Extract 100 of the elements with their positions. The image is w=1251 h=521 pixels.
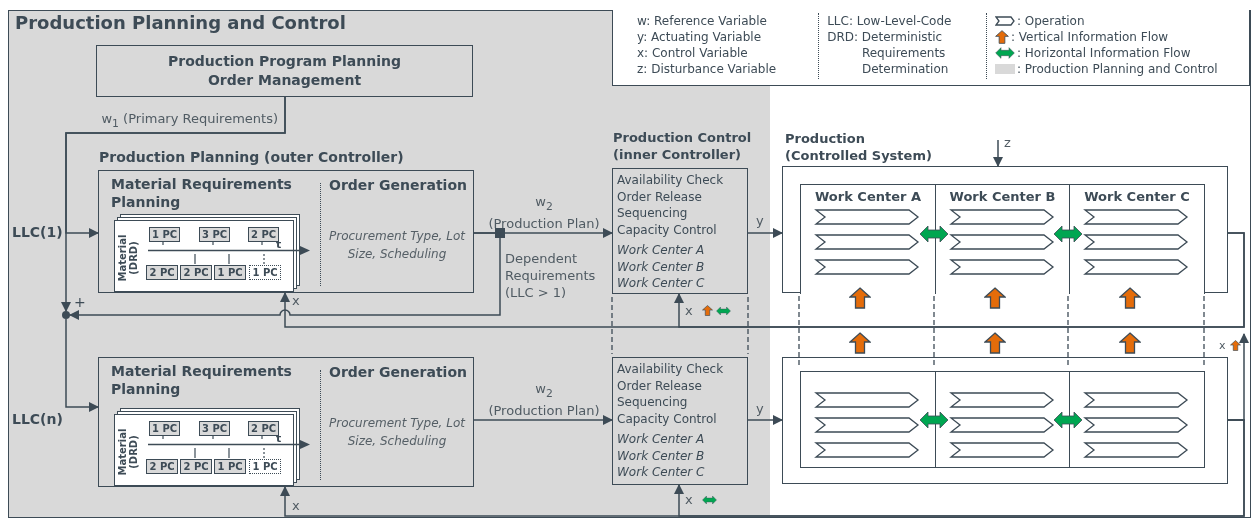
box-title: Production Program Planning Order Management — [167, 52, 402, 90]
section-heading: Material Requirements Planning — [111, 362, 293, 398]
quantity-label: 2 PC — [146, 459, 178, 474]
work-center-cell — [1069, 371, 1205, 468]
tick-line — [263, 253, 265, 265]
quantity-label: 1 PC — [214, 459, 246, 474]
work-center-cell — [800, 371, 936, 468]
level-label: LLC(n) — [12, 411, 63, 427]
tick-line — [263, 447, 265, 459]
time-axis — [148, 440, 310, 449]
edge-label: x — [292, 497, 301, 514]
quantity-label: 2 PC — [248, 421, 279, 436]
legend-text: y: Actuating Variable — [637, 29, 761, 45]
section-text: Procurement Type, Lot Size, Scheduling — [329, 228, 465, 263]
legend-text: : Production Planning and Control — [1016, 61, 1218, 77]
arrow — [65, 318, 99, 412]
work-center-cell — [1069, 184, 1205, 294]
legend-text: DRD: Deterministic Requirements Determination — [827, 29, 950, 77]
edge-label: x — [685, 302, 694, 319]
legend-text: : Vertical Information Flow — [1010, 29, 1169, 45]
junction-dot — [62, 311, 70, 319]
tick-line — [212, 240, 214, 246]
quantity-label: 2 PC — [146, 265, 178, 280]
quantity-label: 1 PC — [149, 421, 180, 436]
function-text: Order Release — [617, 188, 703, 206]
tick-line — [228, 447, 230, 459]
legend-text: w: Reference Variable — [637, 13, 767, 29]
arrow — [1227, 333, 1249, 421]
quantity-label: 1 PC — [249, 459, 281, 474]
work-center-cell — [800, 184, 936, 294]
controller-box — [612, 357, 748, 485]
legend-text: z: Disturbance Variable — [637, 61, 777, 77]
edge-label: w$_{1}$ (Primary Requirements) — [100, 110, 278, 132]
quantity-label: 1 PC — [149, 227, 180, 242]
time-axis — [148, 246, 310, 255]
axis-label: Material (DRD) — [117, 427, 139, 478]
function-text: Work Center C — [617, 275, 706, 292]
edge-label: x — [685, 491, 694, 508]
tick-line — [162, 434, 164, 440]
edge-label: Dependent Requirements (LLC > 1) — [505, 250, 597, 301]
tick-line — [162, 240, 164, 246]
tick-line — [261, 434, 263, 440]
system-box — [782, 357, 1228, 484]
work-center-cell — [935, 371, 1070, 468]
section-text: Procurement Type, Lot Size, Scheduling — [329, 415, 465, 450]
edge-label: y — [756, 212, 765, 229]
quantity-label: 3 PC — [199, 227, 230, 242]
arrow — [747, 228, 783, 238]
edge-label: w$_{2}$ (Production Plan) — [487, 193, 601, 232]
function-text: Capacity Control — [617, 222, 718, 239]
quantity-label: 2 PC — [180, 265, 212, 280]
tick-line — [261, 240, 263, 246]
function-text: Work Center A — [617, 241, 706, 259]
function-text: Capacity Control — [617, 411, 718, 428]
arrow — [747, 415, 783, 425]
section-heading: Material Requirements Planning — [111, 175, 293, 211]
legend-text: : Operation — [1016, 13, 1085, 29]
arrow — [674, 232, 1245, 328]
box-heading: Production (Controlled System) — [785, 130, 932, 164]
edge-label: x — [1219, 338, 1227, 354]
box-heading: Production Planning (outer Controller) — [99, 149, 404, 165]
axis-label: Material (DRD) — [117, 233, 139, 284]
controller-box — [98, 357, 474, 487]
tick-line — [194, 447, 196, 459]
section-heading: Order Generation — [329, 177, 467, 193]
arrow — [473, 415, 613, 425]
work-center-cell — [935, 184, 1070, 294]
cell-heading: Work Center A — [814, 189, 922, 204]
tick-line — [228, 253, 230, 265]
tick-line — [212, 434, 214, 440]
function-text: Sequencing — [617, 394, 689, 412]
function-text: Sequencing — [617, 205, 689, 223]
arrow — [69, 232, 501, 320]
legend-text: LLC: Low-Level-Code — [827, 13, 952, 29]
function-text: Work Center B — [617, 258, 706, 276]
function-text: Work Center C — [617, 464, 706, 481]
arrow — [61, 96, 286, 312]
quantity-label: 1 PC — [249, 265, 281, 280]
arrow — [993, 139, 1003, 167]
legend-text: x: Control Variable — [637, 45, 748, 61]
function-text: Availability Check — [617, 172, 725, 189]
process-box — [96, 45, 473, 97]
section-heading: Order Generation — [329, 364, 467, 380]
function-text: Order Release — [617, 377, 703, 395]
legend-text: : Horizontal Information Flow — [1016, 45, 1191, 61]
quantity-label: 1 PC — [214, 265, 246, 280]
edge-label: w$_{2}$ (Production Plan) — [487, 380, 601, 419]
cell-heading: Work Center C — [1083, 189, 1191, 204]
diagram-title: Production Planning and Control — [15, 12, 346, 33]
edge-label: z — [1004, 134, 1012, 151]
level-label: + — [74, 294, 86, 310]
quantity-label: 3 PC — [199, 421, 230, 436]
edge-label: x — [292, 292, 301, 309]
quantity-label: 2 PC — [180, 459, 212, 474]
box-heading: Production Control (inner Controller) — [613, 129, 753, 163]
arrow — [674, 419, 1245, 517]
cell-heading: Work Center B — [948, 189, 1057, 204]
level-label: LLC(1) — [12, 224, 63, 240]
tick-line — [194, 253, 196, 265]
function-text: Work Center A — [617, 430, 706, 448]
